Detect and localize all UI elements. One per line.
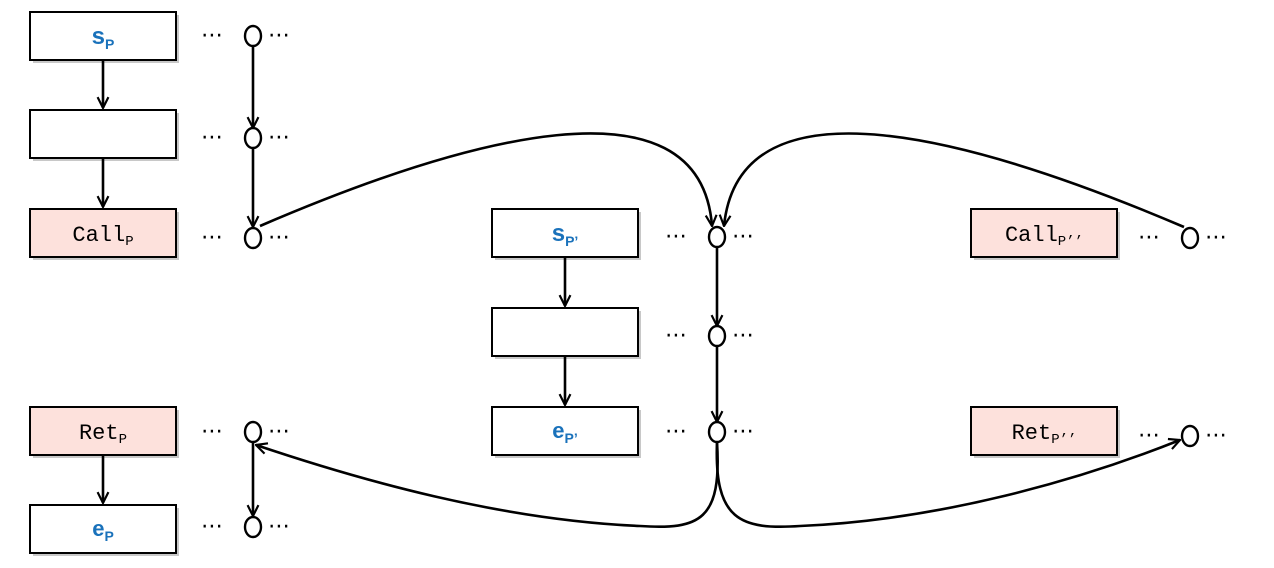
ellipsis-left-p-prime-3: ⋯ [665, 419, 688, 444]
circle-node-p-prime-1 [707, 225, 727, 249]
box-start-p-prime: sP’ [491, 208, 641, 260]
box-ret-p-double-prime: RetP’’ [970, 406, 1120, 458]
box-start-p-label: s [92, 23, 105, 50]
ellipsis-right-p-4: ⋯ [268, 419, 291, 444]
box-call-p-double-prime: CallP’’ [970, 208, 1120, 260]
box-call-p-double-prime-subscript: P’’ [1058, 234, 1083, 250]
ellipsis-right-p-double-prime-1: ⋯ [1205, 225, 1228, 250]
circle-node-p-double-prime-1 [1180, 226, 1200, 250]
box-start-p: sP [29, 11, 179, 63]
ellipsis-left-p-3: ⋯ [201, 225, 224, 250]
ellipsis-left-p-double-prime-1: ⋯ [1138, 225, 1161, 250]
box-call-p-label: Call [72, 223, 125, 248]
circle-node-p-3 [243, 226, 263, 250]
return-edge-p-prime-to-p-double-prime [715, 440, 1180, 528]
box-exit-p: eP [29, 504, 179, 556]
box-blank-p [29, 109, 179, 161]
circle-node-p-prime-2 [707, 324, 727, 348]
svg-text:CallP’’: CallP’’ [1005, 223, 1083, 250]
box-blank-p-prime [491, 307, 641, 359]
ellipsis-left-p-double-prime-2: ⋯ [1138, 423, 1161, 448]
ellipsis-left-p-1: ⋯ [201, 23, 224, 48]
circle-node-p-1 [243, 24, 263, 48]
svg-text:RetP’’: RetP’’ [1012, 421, 1077, 448]
box-ret-p-subscript: P [119, 432, 127, 448]
ellipsis-left-p-4: ⋯ [201, 419, 224, 444]
box-exit-p-label: e [92, 516, 104, 541]
ellipsis-right-p-1: ⋯ [268, 23, 291, 48]
box-exit-p-prime-subscript: P’ [565, 430, 578, 446]
ellipsis-right-p-prime-3: ⋯ [732, 419, 755, 444]
ellipsis-right-p-2: ⋯ [268, 125, 291, 150]
ellipsis-right-p-prime-2: ⋯ [732, 323, 755, 348]
ellipsis-left-p-2: ⋯ [201, 125, 224, 150]
box-ret-p: RetP [29, 406, 179, 458]
box-exit-p-subscript: P [104, 528, 113, 544]
circle-node-p-double-prime-2 [1180, 424, 1200, 448]
svg-text:sP: sP [92, 23, 115, 52]
svg-text:CallP: CallP [72, 223, 133, 250]
svg-text:RetP: RetP [79, 421, 127, 448]
ellipsis-left-p-prime-1: ⋯ [665, 224, 688, 249]
ellipsis-left-p-prime-2: ⋯ [665, 323, 688, 348]
ellipsis-right-p-prime-1: ⋯ [732, 224, 755, 249]
circle-node-p-5 [243, 515, 263, 539]
circle-node-p-2 [243, 126, 263, 150]
box-ret-p-double-prime-label: Ret [1012, 421, 1052, 446]
box-exit-p-prime: eP’ [491, 406, 641, 458]
ellipsis-right-p-double-prime-2: ⋯ [1205, 423, 1228, 448]
circle-node-p-prime-3 [707, 420, 727, 444]
box-start-p-prime-subscript: P’ [565, 233, 578, 249]
call-edge-p-to-p-prime [259, 132, 712, 226]
svg-text:eP’: eP’ [552, 418, 577, 446]
box-ret-p-label: Ret [79, 421, 119, 446]
box-exit-p-prime-label: e [552, 418, 564, 443]
ellipsis-right-p-3: ⋯ [268, 225, 291, 250]
box-start-p-prime-label: s [552, 220, 565, 247]
return-edge-p-prime-to-p [256, 441, 719, 528]
box-call-p-double-prime-label: Call [1005, 223, 1058, 248]
call-edge-p-double-prime-to-p-prime [724, 132, 1185, 229]
box-ret-p-double-prime-subscript: P’’ [1051, 432, 1076, 448]
box-call-p-subscript: P [125, 234, 133, 250]
svg-text:eP: eP [92, 516, 114, 544]
box-start-p-subscript: P [105, 36, 114, 52]
svg-text:sP’: sP’ [552, 220, 579, 249]
ellipsis-left-p-5: ⋯ [201, 514, 224, 539]
ellipsis-right-p-5: ⋯ [268, 514, 291, 539]
box-call-p: CallP [29, 208, 179, 260]
circle-node-p-4 [243, 420, 263, 444]
